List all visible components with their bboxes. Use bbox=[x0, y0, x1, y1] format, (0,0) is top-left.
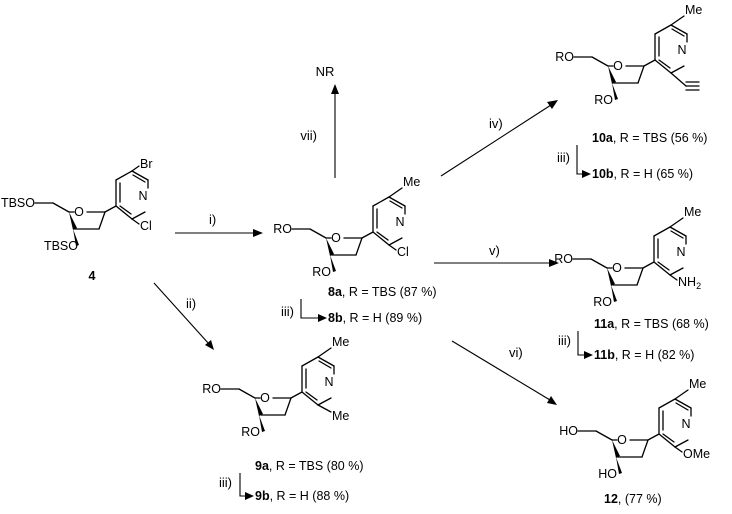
methyl-label: Me bbox=[685, 3, 702, 17]
svg-text:vii): vii) bbox=[300, 128, 317, 143]
compound-12-structure: O N Me OMe HO HO 12, (77 %) bbox=[559, 377, 710, 506]
arrow-i: i) bbox=[175, 212, 263, 237]
ro-5prime-label: RO bbox=[555, 50, 574, 64]
compound-8a-label: 8a, R = TBS (87 %) bbox=[328, 285, 437, 299]
pyridine-nitrogen-label: N bbox=[676, 245, 685, 259]
ro-3prime-label: RO bbox=[241, 425, 260, 439]
ro-3prime-label: RO bbox=[593, 295, 612, 309]
arrow-iv: iv) bbox=[440, 100, 558, 177]
ho-5prime-label: HO bbox=[559, 424, 578, 438]
compound-4-label: 4 bbox=[89, 269, 96, 283]
ro-5prime-label: RO bbox=[202, 382, 221, 396]
svg-text:iii): iii) bbox=[219, 475, 232, 490]
pyridine-nitrogen-label: N bbox=[681, 417, 690, 431]
compound-10b-label: 10b, R = H (65 %) bbox=[592, 167, 693, 181]
arrow-iii-9: iii) bbox=[219, 473, 254, 500]
compound-9a-label: 9a, R = TBS (80 %) bbox=[255, 459, 364, 473]
ring-oxygen-label: O bbox=[74, 205, 84, 219]
svg-text:iv): iv) bbox=[489, 116, 503, 131]
ring-oxygen-label: O bbox=[260, 391, 270, 405]
arrow-iii-8: iii) bbox=[281, 299, 327, 322]
svg-text:iii): iii) bbox=[557, 150, 570, 165]
svg-text:iii): iii) bbox=[281, 304, 294, 319]
compound-4-structure: O N Br Cl TBSO TBSO 4 bbox=[1, 157, 153, 283]
pyridine-nitrogen-label: N bbox=[677, 43, 686, 57]
compound-9b-label: 9b, R = H (88 %) bbox=[255, 489, 349, 503]
methoxy-label: OMe bbox=[683, 447, 710, 461]
pyridine-nitrogen-label: N bbox=[324, 375, 333, 389]
compound-8-structure: O N Me Cl RO RO 8a, R = TBS (87 %) 8b, R… bbox=[273, 175, 436, 325]
ho-3prime-label: HO bbox=[598, 467, 617, 481]
svg-text:i): i) bbox=[209, 212, 216, 227]
arrow-vi: vi) bbox=[451, 340, 557, 405]
compound-9-structure: O N Me Me RO RO 9a, R = TBS (80 %) 9b, R… bbox=[202, 335, 363, 503]
amino-label: NH2 bbox=[678, 275, 701, 291]
methyl-label: Me bbox=[332, 335, 349, 349]
arrow-iii-10: iii) bbox=[557, 145, 591, 178]
compound-8b-label: 8b, R = H (89 %) bbox=[328, 311, 422, 325]
pyridine-nitrogen-label: N bbox=[395, 215, 404, 229]
ring-oxygen-label: O bbox=[613, 59, 623, 73]
compound-12-label: 12, (77 %) bbox=[604, 492, 662, 506]
pyridine-nitrogen-label: N bbox=[138, 189, 147, 203]
bromo-label: Br bbox=[140, 157, 153, 171]
svg-text:v): v) bbox=[489, 243, 500, 258]
tbso-3prime-label: TBSO bbox=[44, 239, 78, 253]
svg-text:vi): vi) bbox=[509, 345, 523, 360]
chloro-label: Cl bbox=[397, 245, 409, 259]
methyl-label: Me bbox=[332, 409, 349, 423]
arrow-v: v) bbox=[434, 243, 559, 267]
ro-5prime-label: RO bbox=[554, 252, 573, 266]
no-reaction-label: NR bbox=[316, 64, 335, 79]
ring-oxygen-label: O bbox=[617, 433, 627, 447]
compound-11-structure: O N Me NH2 RO RO 11a, R = TBS (68 %) 11b… bbox=[554, 205, 709, 362]
methyl-label: Me bbox=[403, 175, 420, 189]
ro-5prime-label: RO bbox=[273, 222, 292, 236]
svg-text:ii): ii) bbox=[186, 296, 196, 311]
compound-10-structure: O N Me RO RO 10a, R = TBS (56 %) 10b, R … bbox=[555, 3, 707, 181]
chloro-label: Cl bbox=[140, 219, 152, 233]
svg-text:iii): iii) bbox=[558, 333, 571, 348]
ro-3prime-label: RO bbox=[312, 265, 331, 279]
tbso-5prime-label: TBSO bbox=[1, 196, 35, 210]
compound-11a-label: 11a, R = TBS (68 %) bbox=[594, 317, 709, 331]
ring-oxygen-label: O bbox=[612, 261, 622, 275]
arrow-ii: ii) bbox=[153, 282, 214, 350]
arrow-iii-11: iii) bbox=[558, 331, 593, 359]
compound-11b-label: 11b, R = H (82 %) bbox=[594, 348, 694, 362]
ro-3prime-label: RO bbox=[594, 93, 613, 107]
ring-oxygen-label: O bbox=[331, 231, 341, 245]
methyl-label: Me bbox=[689, 377, 706, 391]
compound-10a-label: 10a, R = TBS (56 %) bbox=[592, 131, 707, 145]
methyl-label: Me bbox=[684, 205, 701, 219]
arrow-vii: vii) bbox=[300, 84, 339, 178]
